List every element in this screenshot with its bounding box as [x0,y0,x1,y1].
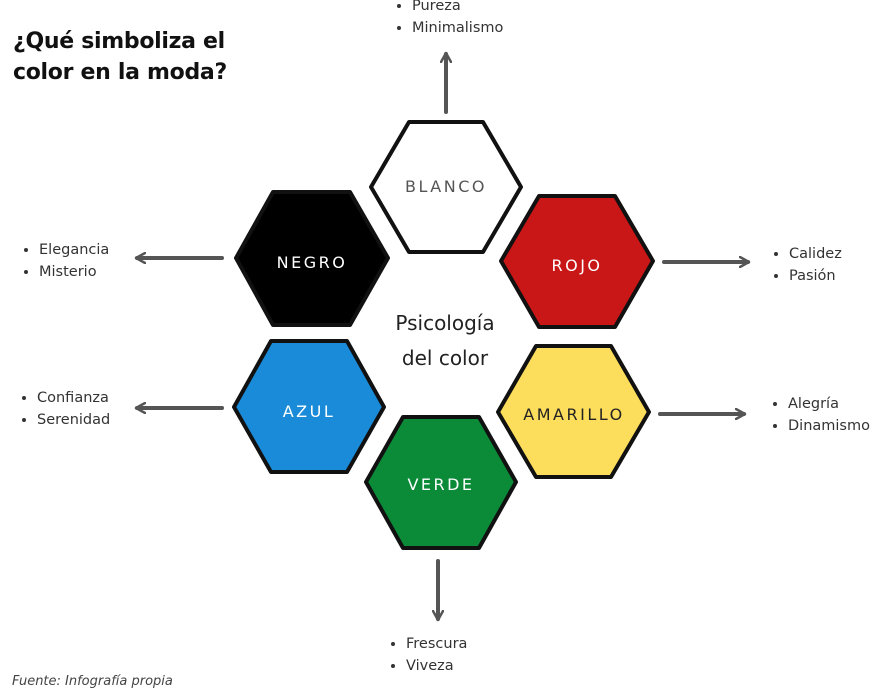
hexagon-negro [234,190,390,327]
traits-verde: Frescura Viveza [389,633,467,677]
trait-item: Confianza [37,387,110,409]
label-azul: AZUL [282,402,336,421]
trait-item: Frescura [406,633,467,655]
trait-item: Serenidad [37,409,110,431]
traits-azul: Confianza Serenidad [20,387,110,431]
hexagon-verde [364,415,518,550]
center-label-line2: del color [401,346,489,370]
traits-blanco: Pureza Minimalismo [395,0,503,39]
hexagon-blanco [369,120,523,254]
infographic-title: ¿Qué simboliza el color en la moda? [13,29,227,85]
trait-item: Pasión [789,265,842,287]
center-label: Psicología del color [370,306,520,376]
trait-item: Calidez [789,243,842,265]
label-amarillo: AMARILLO [523,405,625,424]
trait-item: Alegría [788,393,870,415]
source-caption: Fuente: Infografía propia [12,674,173,689]
trait-item: Pureza [412,0,503,17]
label-blanco: BLANCO [405,177,487,196]
label-rojo: ROJO [551,256,603,275]
label-negro: NEGRO [276,253,348,272]
label-verde: VERDE [407,475,475,494]
trait-item: Viveza [406,655,467,677]
trait-item: Misterio [39,261,109,283]
trait-item: Minimalismo [412,17,503,39]
hexagon-amarillo [496,344,651,479]
center-label-line1: Psicología [395,311,495,335]
hexagon-rojo [499,194,655,329]
hexagon-azul [232,339,386,474]
trait-item: Elegancia [39,239,109,261]
traits-negro: Elegancia Misterio [22,239,109,283]
traits-rojo: Calidez Pasión [772,243,842,287]
trait-item: Dinamismo [788,415,870,437]
traits-amarillo: Alegría Dinamismo [771,393,870,437]
